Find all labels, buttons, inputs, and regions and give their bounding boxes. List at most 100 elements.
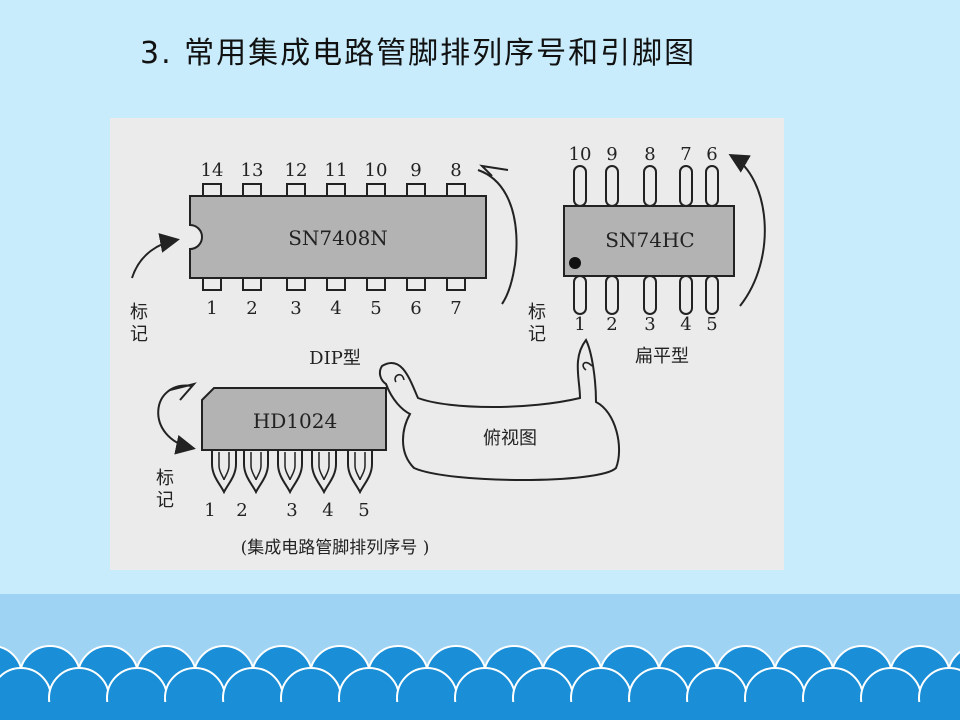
flat-bottom-pin [705,275,719,315]
dip-top-pin-number: 12 [285,160,308,181]
dip-top-pin [326,183,346,197]
dip-bottom-pin [286,277,306,291]
dip-top-pin-number: 13 [241,160,264,181]
flat-bottom-pin [605,275,619,315]
flat-order-arrow [728,153,766,307]
dip-bottom-pin [446,277,466,291]
sip-pin-number: 1 [204,500,215,521]
sip-pin-number: 2 [236,500,247,521]
dip-top-pin [446,183,466,197]
flat-bottom-pin-number: 5 [706,314,717,335]
sip-mark-arrow [157,384,196,455]
wave-base [0,702,960,720]
right-finger-detail [582,361,593,371]
sip-pin-inner [318,452,330,481]
flat-top-pin [705,165,719,207]
dip-bottom-pin-number: 5 [370,298,381,319]
flat-bottom-pin [573,275,587,315]
dip-order-arrow [477,169,518,305]
flat-bottom-pin-number: 3 [644,314,655,335]
dip-top-pin [406,183,426,197]
dip-bottom-pin [242,277,262,291]
flat-top-pin [605,165,619,207]
sip-mark-arrowhead [169,382,197,401]
dip-bottom-pin [326,277,346,291]
sip-pin-inner [354,452,366,481]
flat-top-pin [573,165,587,207]
sip-body [201,387,387,451]
flat-type-label: 扁平型 [635,346,689,367]
flat-top-pin-number: 8 [644,144,655,165]
flat-top-pin [679,165,693,207]
flat-top-pin-number: 9 [606,144,617,165]
sip-pin-number: 5 [358,500,369,521]
dip-bottom-pin-number: 4 [330,298,341,319]
dip-top-pin-number: 8 [450,160,461,181]
dip-top-pin [242,183,262,197]
flat-bottom-pin-number: 2 [606,314,617,335]
flat-part-label: SN74HC [605,228,694,252]
sip-part-label: HD1024 [253,409,337,433]
top-view-shape [378,338,621,481]
dip-bottom-pins: 1 2 3 4 5 6 7 [202,277,466,319]
sip-pin-number: 4 [322,500,333,521]
sip-pin [243,450,269,495]
figure-caption: (集成电路管脚排列序号 ) [241,538,430,558]
flat-bottom-pin [679,275,693,315]
sip-pin-inner [218,452,230,481]
dip-bottom-pin-number: 1 [206,298,217,319]
footer-wave-band [0,594,960,720]
flat-mark-label-line1: 标 [528,302,546,323]
dip-top-pin [202,183,222,197]
left-finger-detail [394,373,405,383]
sip-pin [277,450,303,495]
dip-bottom-pin [202,277,222,291]
top-view-illustration: 俯视图 [378,338,621,481]
dip-top-pin-number: 10 [365,160,388,181]
flat-top-pin-number: 7 [680,144,691,165]
sip-mark-label-line2: 记 [156,490,174,511]
sip-pin-inner [250,452,262,481]
dip-bottom-pin-number: 6 [410,298,421,319]
flat-mark-label-line2: 记 [528,324,546,345]
dip-bottom-pin-number: 2 [246,298,257,319]
flat-bottom-pin-number: 1 [574,314,585,335]
dip-top-pin-number: 11 [325,160,348,181]
sip-pin-number: 3 [286,500,297,521]
dip-top-pin [286,183,306,197]
dip-bottom-pin-number: 7 [450,298,461,319]
flat-top-pin-number: 6 [706,144,717,165]
sip-pin [211,450,237,495]
dip-mark-label-line2: 记 [130,324,148,345]
slide-title: 3. 常用集成电路管脚排列序号和引脚图 [140,36,697,71]
dip-part-label: SN7408N [288,226,388,250]
dip-type-label: DIP型 [309,348,361,369]
flat-top-pin [643,165,657,207]
dip-mark-label-line1: 标 [130,302,148,323]
flat-bottom-pin-number: 4 [680,314,691,335]
flat-bottom-pin [643,275,657,315]
sip-pin [311,450,337,495]
dip-mark-arrow [131,233,180,279]
dip-top-pins: 14 13 12 11 10 9 8 [201,160,466,197]
sip-pin [347,450,373,495]
sip-mark-label-line1: 标 [156,468,174,489]
dip-order-arrowhead [479,164,509,177]
dip-bottom-pin [366,277,386,291]
top-view-label: 俯视图 [483,428,537,449]
sip-pin-inner [284,452,296,481]
dip-bottom-pin [406,277,426,291]
dip-top-pin-number: 14 [201,160,224,181]
dip-body [189,195,487,279]
flat-body [563,205,735,277]
dip-bottom-pin-number: 3 [290,298,301,319]
dip-top-pin-number: 9 [410,160,421,181]
